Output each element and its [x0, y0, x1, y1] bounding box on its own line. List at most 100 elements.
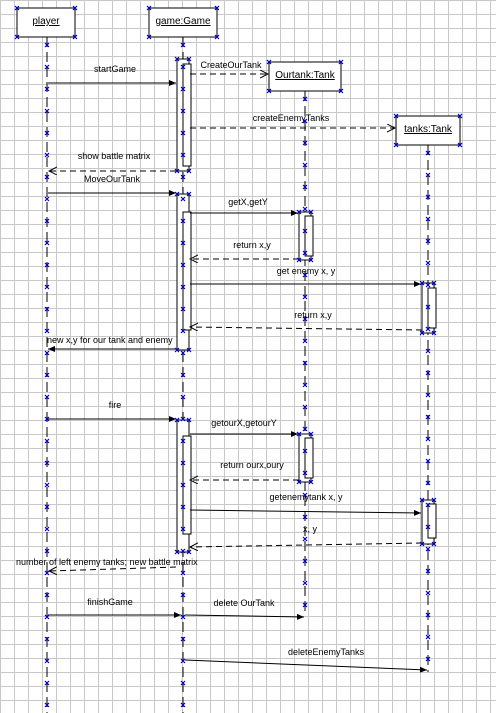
selection-handle	[180, 218, 186, 224]
selection-handle	[302, 536, 308, 542]
message-label: startGame	[94, 64, 136, 74]
object-label: Ourtank:Tank	[275, 70, 335, 81]
activation-game-2-nested[interactable]	[182, 211, 192, 331]
selection-handle	[44, 658, 50, 664]
selection-handle	[180, 482, 186, 488]
selection-handle	[425, 458, 431, 464]
object-ourtank[interactable]: Ourtank:Tank	[268, 61, 342, 92]
message-label: new x,y for our tank and enemy	[47, 335, 173, 345]
selection-handle	[44, 306, 50, 312]
selection-handle	[296, 257, 302, 263]
selection-handle	[302, 338, 308, 344]
selection-handle	[174, 417, 180, 423]
activations	[176, 58, 437, 553]
selection-handle	[44, 680, 50, 686]
message-number-of-left-enemy-tanks[interactable]: number of left enemy tanks; new battle m…	[16, 557, 198, 571]
message-create-our-tank[interactable]: CreateOurTank	[190, 60, 268, 74]
selection-handle	[302, 118, 308, 124]
selection-handle	[296, 479, 302, 485]
selection-handle	[180, 64, 186, 70]
selection-handle	[425, 656, 431, 662]
selection-handle	[180, 702, 186, 708]
activation-tanks-2-nested[interactable]	[427, 503, 437, 539]
selection-handle	[180, 614, 186, 620]
message-label: return x,y	[294, 310, 332, 320]
selection-handle	[180, 372, 186, 378]
selection-handle	[44, 174, 50, 180]
message-fire[interactable]: fire	[48, 400, 176, 422]
selection-handle	[431, 280, 437, 286]
selection-handle	[180, 108, 186, 114]
message-finish-game[interactable]: finishGame	[48, 597, 181, 618]
message-show-battle-matrix[interactable]: show battle matrix	[49, 151, 176, 171]
selection-handle	[302, 602, 308, 608]
selection-handle	[214, 34, 220, 40]
message-label: get enemy x, y	[277, 266, 336, 276]
selection-handle	[425, 216, 431, 222]
selection-handle	[308, 431, 314, 437]
selection-handle	[425, 326, 431, 332]
activation-ourtank-2-nested[interactable]	[304, 437, 314, 479]
selection-handle	[186, 56, 192, 62]
selection-handle	[180, 680, 186, 686]
selection-handle	[180, 592, 186, 598]
message-get-x-get-y[interactable]: getX,getY	[190, 197, 298, 216]
selection-handle	[425, 172, 431, 178]
message-label: getX,getY	[228, 197, 268, 207]
activation-tanks-1-nested[interactable]	[427, 287, 437, 329]
object-player[interactable]: player	[16, 7, 76, 38]
message-label: getourX,getourY	[211, 418, 277, 428]
message-return-our-x-y[interactable]: return ourx,oury	[190, 460, 299, 480]
selection-handle	[14, 34, 20, 40]
message-x-y[interactable]: x, y	[190, 524, 423, 547]
selection-handle	[425, 194, 431, 200]
selection-handle	[180, 240, 186, 246]
object-tanks[interactable]: tanks:Tank	[395, 115, 461, 146]
message-get-enemy-x-y[interactable]: get enemy x, y	[190, 266, 421, 287]
selection-handle	[180, 196, 186, 202]
message-move-our-tank[interactable]: MoveOurTank	[48, 174, 176, 196]
selection-handle	[180, 526, 186, 532]
object-label: tanks:Tank	[404, 124, 453, 135]
message-label: MoveOurTank	[84, 174, 141, 184]
object-game[interactable]: game:Game	[148, 7, 218, 38]
selection-handle	[425, 414, 431, 420]
message-start-game[interactable]: startGame	[48, 64, 176, 86]
message-new-x-y[interactable]: new x,y for our tank and enemy	[47, 335, 176, 352]
message-delete-our-tank[interactable]: delete OurTank	[184, 598, 305, 620]
selection-handle	[338, 59, 344, 65]
selection-handle	[14, 5, 20, 11]
selection-handle	[180, 460, 186, 466]
message-create-enemy-tanks[interactable]: createEnemyTanks	[190, 113, 395, 128]
selection-handle	[72, 5, 78, 11]
selection-handle	[174, 347, 180, 353]
selection-handle	[457, 142, 463, 148]
activation-ourtank-1-nested[interactable]	[304, 215, 314, 257]
activation-game-1-nested[interactable]	[182, 63, 192, 167]
selection-handle	[296, 209, 302, 215]
selection-handle	[393, 113, 399, 119]
selection-handle	[44, 196, 50, 202]
lifelines	[46, 37, 429, 713]
selection-handle	[302, 228, 308, 234]
selection-handle	[180, 262, 186, 268]
selection-handle	[425, 348, 431, 354]
selection-handle	[393, 142, 399, 148]
selection-handle	[180, 504, 186, 510]
selection-handle	[44, 218, 50, 224]
selection-handles	[14, 5, 463, 708]
selection-handle	[431, 330, 437, 336]
selection-handle	[44, 504, 50, 510]
message-return-x-y-tanks[interactable]: return x,y	[190, 310, 423, 330]
activation-game-3-nested[interactable]	[182, 435, 192, 535]
message-delete-enemy-tanks[interactable]: deleteEnemyTanks	[184, 647, 428, 673]
selection-handle	[302, 492, 308, 498]
selection-handle	[44, 548, 50, 554]
selection-handle	[44, 86, 50, 92]
selection-handle	[419, 280, 425, 286]
selection-handle	[302, 294, 308, 300]
message-return-x-y-ourtank[interactable]: return x,y	[190, 240, 299, 259]
selection-handle	[44, 350, 50, 356]
message-get-our-x-y[interactable]: getourX,getourY	[190, 418, 298, 437]
selection-handle	[44, 284, 50, 290]
